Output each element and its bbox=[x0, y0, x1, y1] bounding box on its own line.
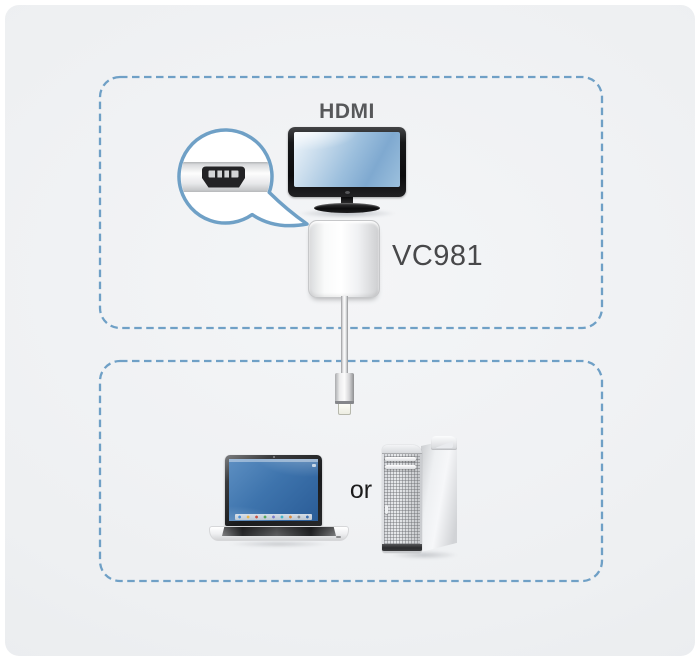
hdmi-monitor-icon bbox=[279, 126, 415, 220]
tower-front-panel bbox=[382, 445, 422, 553]
monitor-screen bbox=[294, 132, 400, 187]
laptop-base bbox=[209, 526, 349, 541]
laptop-screen bbox=[225, 455, 322, 526]
monitor-logo-dot bbox=[345, 191, 350, 194]
or-label: or bbox=[349, 476, 373, 504]
bottom-dashed-box bbox=[98, 359, 604, 583]
monitor-shadow bbox=[279, 207, 415, 220]
tower-top-cap bbox=[382, 445, 422, 454]
monitor-frame bbox=[288, 127, 406, 197]
monitor-stand-base bbox=[314, 203, 380, 213]
laptop-icon bbox=[209, 452, 349, 550]
top-dashed-box bbox=[98, 75, 604, 330]
vc981-adapter-icon bbox=[308, 220, 380, 298]
laptop-dock bbox=[235, 514, 312, 520]
laptop-sleep-light bbox=[336, 536, 341, 538]
usb-c-connector-icon bbox=[335, 373, 354, 404]
usb-c-cable bbox=[341, 296, 348, 374]
tower-side-panel bbox=[421, 438, 457, 552]
tower-drive-slot bbox=[385, 457, 416, 461]
background-panel bbox=[5, 5, 695, 656]
tower-mesh-grille bbox=[384, 454, 420, 544]
laptop-keyboard-reflection bbox=[222, 527, 336, 536]
monitor-stand-neck bbox=[341, 197, 353, 204]
tower-drive-slot bbox=[385, 465, 416, 469]
hdmi-port-magnifier-icon bbox=[177, 128, 309, 228]
laptop-camera-dot bbox=[272, 456, 275, 458]
laptop-display bbox=[229, 459, 318, 521]
tower-base-strip bbox=[382, 544, 422, 553]
vc981-label: VC981 bbox=[392, 240, 484, 272]
tower-power-button bbox=[385, 505, 388, 514]
laptop-disk-icon bbox=[312, 464, 316, 467]
laptop-menubar bbox=[229, 459, 318, 462]
tower-handle bbox=[431, 436, 457, 450]
desktop-tower-icon bbox=[377, 436, 471, 564]
hdmi-label: HDMI bbox=[319, 100, 375, 123]
usb-c-plug-tip bbox=[338, 404, 351, 415]
laptop-shadow bbox=[209, 539, 349, 549]
